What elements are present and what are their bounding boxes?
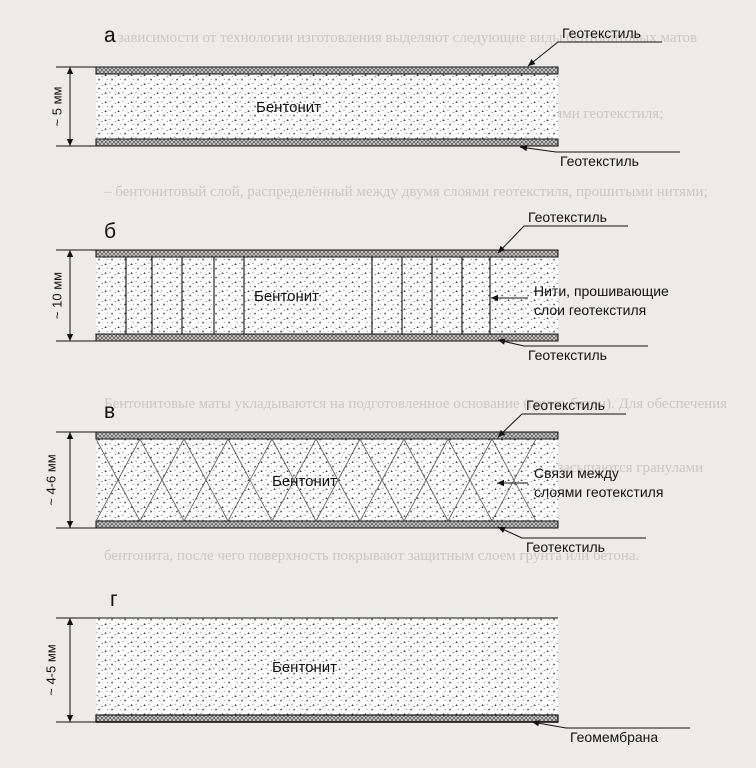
arrow-head bbox=[66, 618, 74, 625]
side-label: Связи между слоями геотекстиля bbox=[534, 465, 663, 500]
arrow-head bbox=[66, 250, 74, 257]
arrow-head bbox=[497, 479, 504, 487]
arrow-head bbox=[66, 715, 74, 722]
arrow-head bbox=[66, 521, 74, 528]
side-label-line: Связи между bbox=[534, 465, 619, 481]
geomembrane-bottom bbox=[95, 714, 559, 723]
side-label-line: Нити, прошивающие bbox=[534, 283, 669, 299]
side-label-line: слои геотекстиля bbox=[534, 302, 646, 318]
leader-line bbox=[527, 41, 662, 67]
panel-letter: г bbox=[110, 588, 118, 611]
thickness-label: ~ 10 мм bbox=[49, 272, 64, 319]
background-text-line: Бентонитовые маты укладываются на подгот… bbox=[104, 396, 727, 412]
diagonal-link bbox=[491, 438, 537, 522]
bentonite-layer bbox=[96, 439, 558, 521]
thickness-label: ~ 4-6 мм bbox=[43, 454, 58, 506]
arrow-head bbox=[532, 720, 540, 727]
bottom-layer-label: Геомембрана bbox=[570, 729, 658, 745]
arrow-head bbox=[498, 338, 506, 345]
arrow-head bbox=[498, 429, 506, 437]
arrow-head bbox=[520, 144, 528, 152]
background-text-line: В зависимости от технологии изготовления… bbox=[104, 30, 697, 46]
bentonite-label: Бентонит bbox=[272, 659, 337, 676]
diagonal-link bbox=[227, 438, 273, 522]
leader-line bbox=[497, 339, 648, 347]
leader-line bbox=[497, 225, 628, 254]
leader-line bbox=[497, 413, 626, 438]
bentonite-layer bbox=[96, 618, 558, 715]
side-label: Нити, прошивающие слои геотекстиля bbox=[534, 283, 669, 318]
leader-line bbox=[497, 526, 646, 539]
side-label-line: слоями геотекстиля bbox=[534, 484, 663, 500]
arrow-head bbox=[66, 67, 74, 74]
diagonal-link bbox=[447, 438, 493, 522]
diagonal-link bbox=[359, 438, 405, 522]
arrow-head bbox=[491, 294, 498, 302]
panel-letter: б bbox=[104, 220, 116, 243]
leader-line bbox=[519, 146, 680, 153]
diagonal-link bbox=[139, 438, 185, 522]
panel-letter: в bbox=[104, 400, 115, 423]
bentonite-label: Бентонит bbox=[272, 473, 337, 490]
arrow-head bbox=[498, 527, 506, 533]
top-layer-label: Геотекстиль bbox=[562, 25, 641, 41]
diagonal-link bbox=[95, 438, 141, 522]
background-text-line: – бентонитовый слой, распределённый межд… bbox=[103, 184, 708, 200]
diagonal-link bbox=[315, 438, 361, 522]
thickness-label: ~ 4-5 мм bbox=[43, 644, 58, 696]
geotextile-top bbox=[95, 431, 559, 440]
bottom-layer-label: Геотекстиль bbox=[560, 153, 639, 169]
bentonite-label: Бентонит bbox=[254, 288, 319, 305]
diagonal-link bbox=[403, 438, 449, 522]
bentonite-layer bbox=[96, 257, 558, 334]
geotextile-top bbox=[95, 66, 559, 75]
bottom-layer-label: Геотекстиль bbox=[526, 539, 605, 555]
geotextile-top bbox=[95, 249, 559, 258]
bottom-layer-label: Геотекстиль bbox=[528, 347, 607, 363]
top-layer-label: Геотекстиль bbox=[528, 209, 607, 225]
background-text-line: бентонита, после чего поверхность покрыв… bbox=[104, 548, 639, 564]
arrow-head bbox=[66, 432, 74, 439]
geotextile-bottom bbox=[95, 138, 559, 147]
diagonal-link bbox=[183, 438, 229, 522]
arrow-head bbox=[66, 139, 74, 146]
diagonal-link bbox=[271, 438, 317, 522]
bentonite-layer bbox=[96, 74, 558, 139]
leader-line bbox=[531, 721, 690, 729]
arrow-head bbox=[66, 334, 74, 341]
geotextile-bottom bbox=[95, 520, 559, 529]
top-layer-label: Геотекстиль bbox=[526, 397, 605, 413]
thickness-label: ~ 5 мм bbox=[49, 86, 64, 126]
arrow-head bbox=[528, 59, 536, 66]
panel-letter: а bbox=[104, 24, 116, 47]
bentonite-label: Бентонит bbox=[256, 99, 321, 116]
geotextile-bottom bbox=[95, 333, 559, 342]
arrow-head bbox=[498, 245, 506, 253]
